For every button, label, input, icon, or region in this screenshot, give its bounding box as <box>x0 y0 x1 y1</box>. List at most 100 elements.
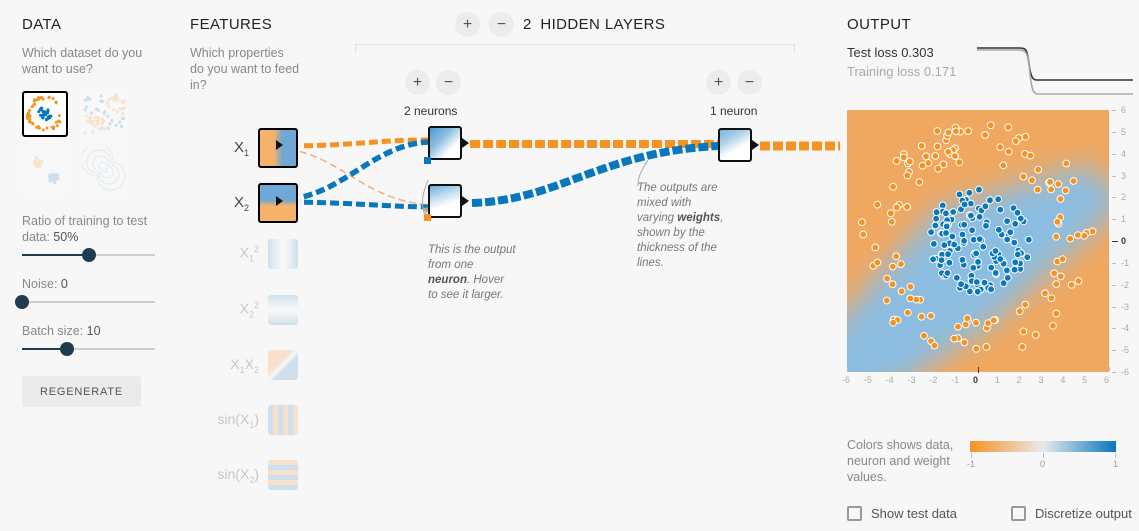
y-tick <box>1112 197 1116 199</box>
feature-thumb-sin-x1[interactable] <box>268 405 298 435</box>
y-axis-label: -3 <box>1121 301 1130 312</box>
hidden-layers-count: 2 <box>523 16 532 33</box>
noise-slider[interactable] <box>15 295 155 309</box>
feature-label-x2-squared: X22 <box>239 300 259 320</box>
x-tick <box>1021 367 1023 371</box>
training-loss-label: Training loss <box>847 64 921 79</box>
output-checkboxes: Show test data Discretize output <box>847 506 1132 521</box>
callout-neuron: This is the output from one neuron. Hove… <box>428 243 548 303</box>
output-panel: OUTPUT Test loss 0.303 Training loss 0.1… <box>847 16 1139 81</box>
features-panel-question: Which properties do you want to feed in? <box>190 46 300 92</box>
x-axis-label: 6 <box>1104 375 1110 385</box>
y-axis-label: 6 <box>1121 105 1127 115</box>
layer2-remove-neuron-button[interactable]: − <box>737 70 762 95</box>
x-tick <box>956 367 958 371</box>
feature-row-sin-x2[interactable]: sin(X2) <box>190 460 298 490</box>
feature-row-x1-squared[interactable]: X12 <box>190 239 298 269</box>
x-tick <box>1087 367 1089 371</box>
show-test-data-box[interactable] <box>847 506 862 521</box>
feature-thumb-x1x2[interactable] <box>268 350 298 380</box>
ratio-label-text: Ratio of training to test data: <box>22 214 148 244</box>
show-test-data-checkbox[interactable]: Show test data <box>847 506 957 521</box>
feature-thumb-sin-x2[interactable] <box>268 460 298 490</box>
output-neuron-arrow <box>752 140 759 150</box>
ratio-slider[interactable] <box>22 248 155 262</box>
batch-slider[interactable] <box>22 342 155 356</box>
y-tick <box>1112 110 1116 111</box>
callout-neuron-line1: This is the output <box>428 244 516 256</box>
y-axis-label: 3 <box>1121 170 1127 181</box>
feature-row-x1x2[interactable]: X1X2 <box>190 350 298 380</box>
feature-row-x2-squared[interactable]: X22 <box>190 295 298 325</box>
output-neuron[interactable] <box>718 128 752 162</box>
callout-weights-line5: thickness of the <box>637 242 717 254</box>
y-axis-label: -6 <box>1121 367 1130 377</box>
noise-value: 0 <box>60 277 68 291</box>
x-tick <box>890 367 892 371</box>
feature-label-sin-x1: sin(X1) <box>217 410 259 430</box>
y-axis-label: 0 <box>1121 236 1127 246</box>
color-legend-text: Colors shows data, neuron and weight val… <box>847 438 954 484</box>
hidden-neuron-1-1[interactable] <box>428 126 462 160</box>
legend-label-mid: 0 <box>1040 459 1046 469</box>
color-legend-bar <box>970 441 1116 452</box>
x-tick <box>912 367 914 371</box>
hidden-neuron-1-2[interactable] <box>428 184 462 218</box>
add-layer-button[interactable]: + <box>455 12 480 37</box>
callout-weights-line3: varying <box>637 212 678 224</box>
y-tick <box>1112 219 1116 221</box>
y-tick <box>1112 372 1116 373</box>
batch-label: Batch size: 10 <box>22 323 172 339</box>
layer1-neuron-count-label: 2 neurons <box>404 104 458 118</box>
hidden-layers-header: + − 2 HIDDEN LAYERS <box>455 12 665 37</box>
layer1-remove-neuron-button[interactable]: − <box>436 70 461 95</box>
discretize-output-checkbox[interactable]: Discretize output <box>1011 506 1132 521</box>
remove-layer-button[interactable]: − <box>489 12 514 37</box>
dataset-thumb-circle[interactable] <box>22 91 68 137</box>
dataset-thumbnail-grid <box>22 91 172 193</box>
ratio-slider-knob[interactable] <box>81 248 96 262</box>
output-heatmap[interactable] <box>847 110 1109 372</box>
legend-label-max: 1 <box>1113 459 1119 469</box>
ratio-slider-fill <box>22 254 89 256</box>
data-points <box>858 121 1097 353</box>
feature-row-sin-x1[interactable]: sin(X1) <box>190 405 298 435</box>
legend-tick-mid <box>1043 453 1044 458</box>
noise-label-text: Noise: <box>22 277 58 291</box>
network-panel: + − 2 HIDDEN LAYERS + − 2 neurons + − 1 … <box>276 0 840 531</box>
x-tick <box>1109 367 1110 371</box>
dataset-thumb-gaussian[interactable] <box>22 147 68 193</box>
y-tick <box>1112 350 1116 352</box>
discretize-output-label: Discretize output <box>1035 506 1132 521</box>
feature-thumb-x1-squared[interactable] <box>268 239 298 269</box>
x-axis-label: -2 <box>929 375 938 385</box>
callout-neuron-bold: neuron <box>428 274 467 286</box>
callout-weights-line4: shown by the <box>637 227 705 239</box>
x-axis-label: 3 <box>1038 375 1044 385</box>
callout-weights-line2: mixed with <box>637 197 692 209</box>
hidden-neuron-1-1-bias[interactable] <box>424 157 431 164</box>
hidden-neuron-1-2-bias[interactable] <box>424 214 431 221</box>
y-axis-label: 5 <box>1121 126 1127 137</box>
batch-slider-knob[interactable] <box>60 342 75 356</box>
dataset-thumb-spiral[interactable] <box>82 147 128 193</box>
y-axis-label: -2 <box>1121 279 1130 290</box>
layer1-add-neuron-button[interactable]: + <box>405 70 430 95</box>
y-tick <box>1112 153 1116 155</box>
legend-tick-min <box>971 453 972 458</box>
data-panel-title: DATA <box>22 16 62 33</box>
y-axis-label: 1 <box>1121 214 1127 225</box>
x-tick <box>934 367 936 371</box>
x-axis-label: -5 <box>863 375 872 385</box>
regenerate-button[interactable]: REGENERATE <box>22 376 141 407</box>
layer2-add-neuron-button[interactable]: + <box>706 70 731 95</box>
feature-thumb-x2-squared[interactable] <box>268 295 298 325</box>
dataset-thumb-exclusive-or[interactable] <box>82 91 128 137</box>
noise-slider-knob[interactable] <box>15 295 29 309</box>
discretize-output-box[interactable] <box>1011 506 1026 521</box>
y-tick <box>1112 306 1116 308</box>
noise-label: Noise: 0 <box>22 276 172 292</box>
x-axis-label: 4 <box>1060 375 1066 385</box>
